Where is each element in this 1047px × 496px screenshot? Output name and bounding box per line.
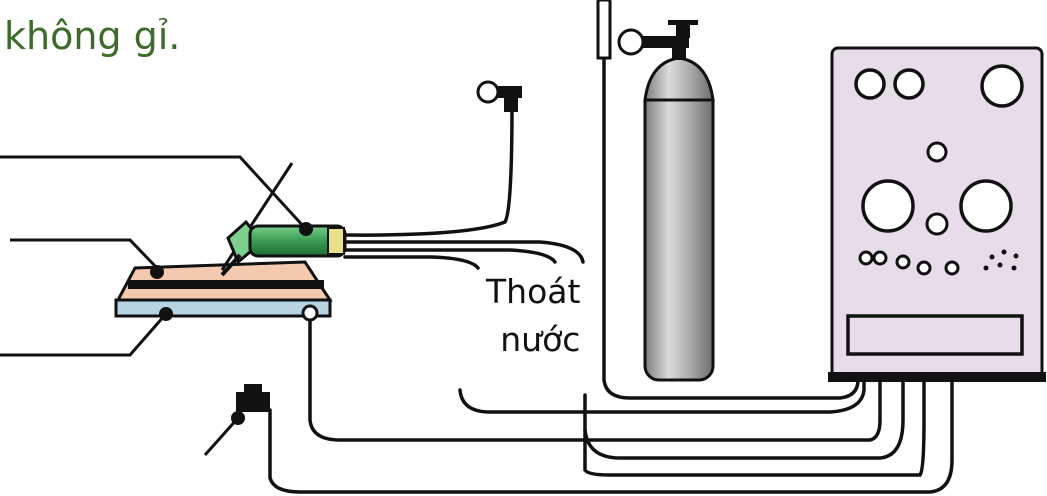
workpiece-clamp-dot <box>150 265 164 279</box>
regulator-knob <box>676 22 690 38</box>
cylinder-gauge <box>617 28 645 56</box>
pedal-cable <box>268 268 954 494</box>
dial-current <box>861 179 915 233</box>
torch-grip-band <box>327 227 345 255</box>
gas-cylinder-icon <box>596 0 715 382</box>
regulator-handle <box>668 20 698 25</box>
tig-torch <box>220 162 347 277</box>
drain-label-line-1: Thoát <box>486 272 581 311</box>
tungsten-electrode <box>220 253 242 277</box>
output-socket-5 <box>944 260 960 276</box>
work-lead <box>308 260 882 442</box>
front-panel-slot <box>846 314 1024 356</box>
caption-line-1: không gỉ. <box>4 14 181 58</box>
dial-voltage <box>959 179 1013 233</box>
water-hose-2 <box>583 268 926 477</box>
weld-seam <box>128 280 324 289</box>
drain-label-line-2: nước <box>500 320 581 359</box>
dial-1 <box>854 68 886 100</box>
welding-table <box>114 298 332 318</box>
drain-label: Thoát nước <box>486 268 580 364</box>
water-hose-1 <box>583 263 905 460</box>
output-socket-3 <box>895 254 911 270</box>
cylinder-shoulder <box>643 56 715 102</box>
leader-line-table <box>0 314 167 357</box>
welding-power-source-icon <box>828 46 1046 382</box>
drain-hose <box>458 260 866 414</box>
gas-hose <box>602 6 860 400</box>
leader-line-pedal <box>203 417 240 456</box>
leader-line-torch <box>0 155 307 230</box>
dial-2 <box>893 68 925 100</box>
dial-3 <box>980 64 1024 108</box>
output-socket-1 <box>858 250 874 266</box>
indicator-light <box>926 141 948 163</box>
torch-hose-3 <box>343 248 557 264</box>
table-dot <box>159 307 173 321</box>
flow-tube <box>596 0 612 60</box>
leader-lines <box>0 155 307 456</box>
torch-hose-1 <box>343 103 514 237</box>
regulator-body <box>643 36 689 48</box>
torch-hose-2 <box>343 240 585 264</box>
cylinder-body <box>643 86 715 382</box>
leader-line-workpiece <box>10 238 159 270</box>
workpiece-assembly <box>114 260 333 322</box>
foot-pedal-icon <box>231 384 270 425</box>
torch-hose-4 <box>343 255 480 270</box>
output-socket-4 <box>916 260 932 276</box>
flowmeter-regulator-icon <box>476 80 522 112</box>
caption-text: không gỉ. <box>4 14 180 58</box>
cables <box>268 6 954 494</box>
vent-dots <box>983 249 1019 271</box>
work-clamp-terminal <box>301 304 319 322</box>
output-socket-2 <box>872 250 888 266</box>
power-source-base <box>828 372 1046 382</box>
torch-button <box>299 222 313 236</box>
dial-small <box>925 212 949 236</box>
